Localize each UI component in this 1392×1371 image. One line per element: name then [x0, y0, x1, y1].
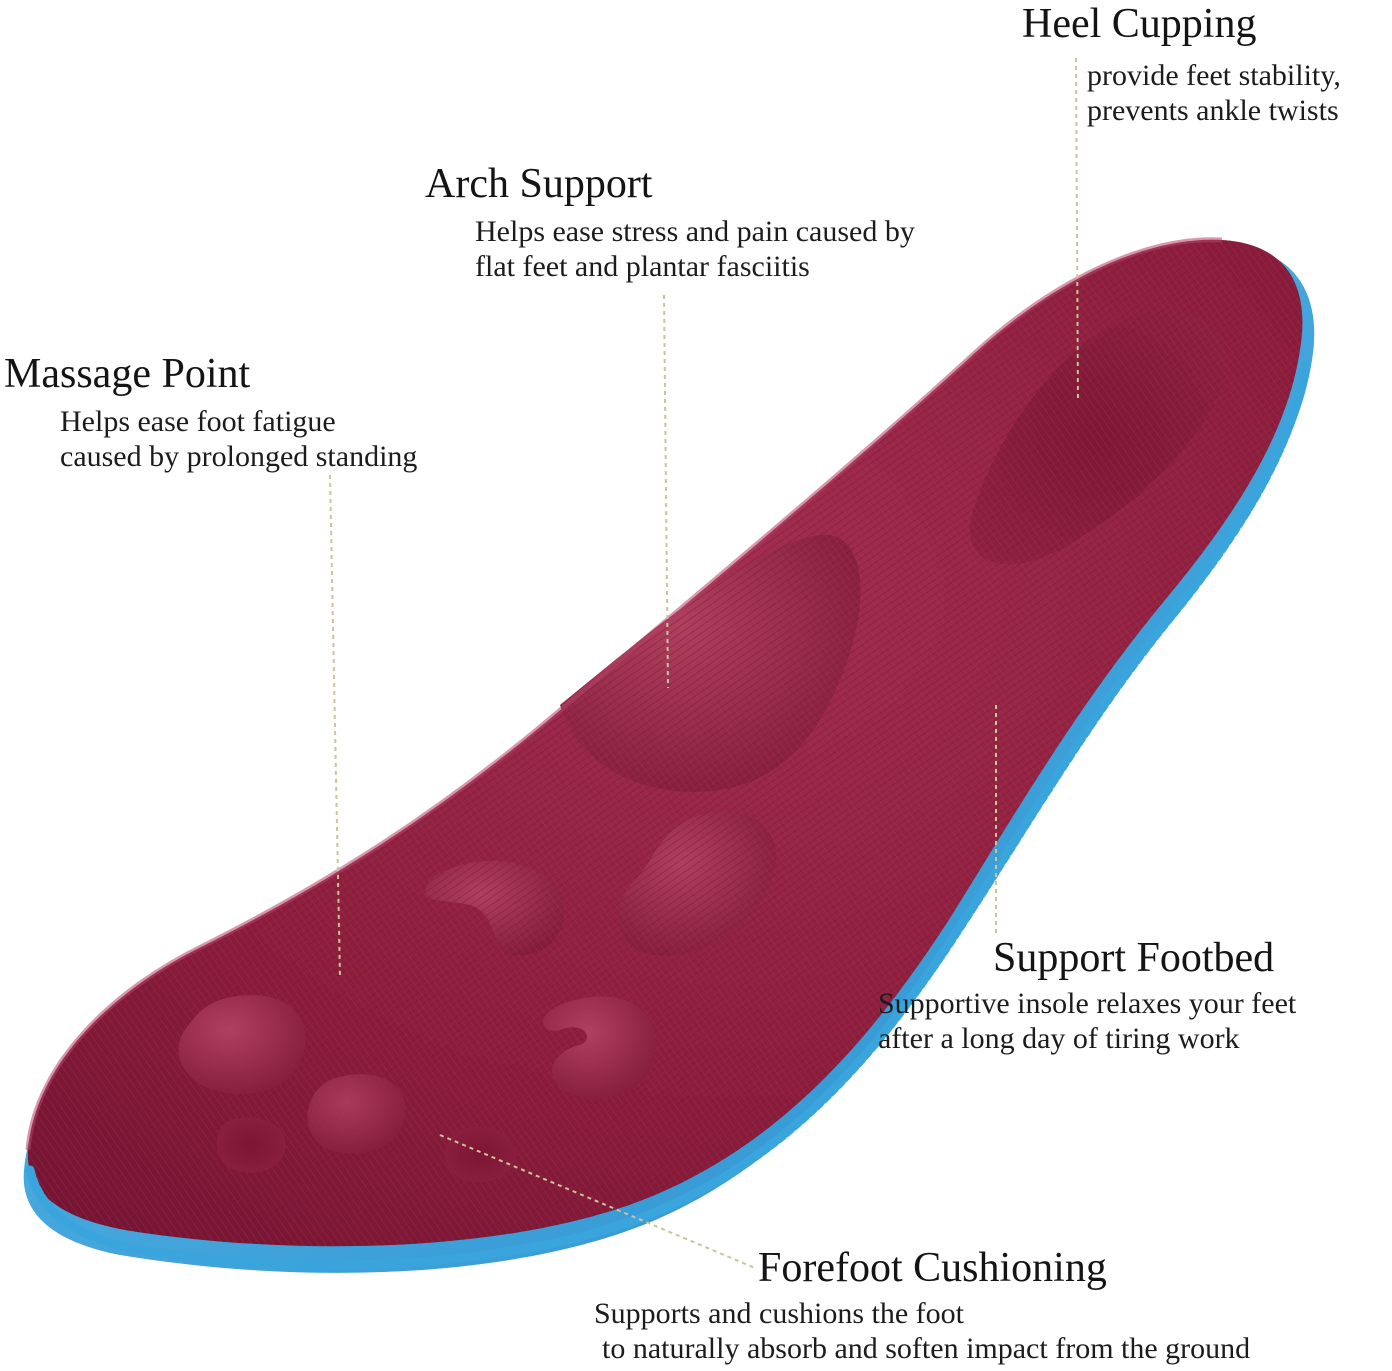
- heel-cup-texture: [969, 311, 1226, 565]
- forefoot-dent-1: [445, 1126, 516, 1183]
- forefoot-center-pad: [307, 1074, 406, 1154]
- massage-point-line-1: Helps ease foot fatigue: [60, 405, 336, 439]
- arch-support-line-1: Helps ease stress and pain caused by: [475, 215, 915, 249]
- forefoot-cushioning-line-1: Supports and cushions the foot: [594, 1297, 964, 1331]
- leader-massage: [329, 474, 341, 979]
- heel-cupping-title: Heel Cupping: [1022, 1, 1257, 47]
- forefoot-cushioning-title: Forefoot Cushioning: [758, 1245, 1107, 1291]
- arch-support-title: Arch Support: [425, 161, 653, 207]
- massage-point-description: Helps ease foot fatigue caused by prolon…: [60, 404, 417, 474]
- heel-cupping-line-1: provide feet stability,: [1087, 59, 1341, 93]
- leader-lines: [329, 57, 1079, 1269]
- massage-point-line-2: caused by prolonged standing: [60, 440, 418, 474]
- insole-rim-highlight: [25, 237, 1223, 1151]
- heel-cupping-line-2: prevents ankle twists: [1087, 94, 1339, 128]
- forefoot-cushioning-line-2: to naturally absorb and soften impact fr…: [602, 1332, 1251, 1366]
- heel-cupping-description: provide feet stability, prevents ankle t…: [1087, 58, 1341, 128]
- forefoot-dent-2: [216, 1117, 286, 1173]
- leader-forefoot: [439, 1134, 756, 1269]
- arch-pad-texture: [560, 534, 861, 792]
- support-footbed-line-1: Supportive insole relaxes your feet: [878, 987, 1297, 1021]
- callout-forefoot-cushioning: Forefoot Cushioning Supports and cushion…: [594, 1246, 1250, 1366]
- crescent-pad-texture: [425, 860, 564, 956]
- support-footbed-description: Supportive insole relaxes your feet afte…: [878, 986, 1296, 1056]
- arch-support-description: Helps ease stress and pain caused by fla…: [475, 214, 915, 284]
- massage-point-title: Massage Point: [4, 351, 251, 397]
- arch-support-line-2: flat feet and plantar fasciitis: [475, 250, 810, 284]
- callout-heel-cupping: Heel Cupping provide feet stability, pre…: [1022, 2, 1341, 128]
- foam-scalloped-edge: [25, 360, 1311, 1270]
- leader-arch: [663, 294, 669, 689]
- support-footbed-line-2: after a long day of tiring work: [878, 1022, 1240, 1056]
- peanut-pad-texture: [618, 811, 777, 956]
- callout-arch-support: Arch Support Helps ease stress and pain …: [425, 162, 915, 284]
- support-footbed-title: Support Footbed: [993, 935, 1275, 981]
- forefoot-cushioning-description: Supports and cushions the foot to natura…: [594, 1296, 1250, 1366]
- leader-heel: [1075, 57, 1079, 403]
- forefoot-left-pad: [178, 995, 306, 1095]
- callout-massage-point: Massage Point Helps ease foot fatigue ca…: [4, 352, 417, 474]
- forefoot-swirl-pad: [543, 996, 656, 1099]
- callout-support-footbed: Support Footbed Supportive insole relaxe…: [878, 936, 1296, 1056]
